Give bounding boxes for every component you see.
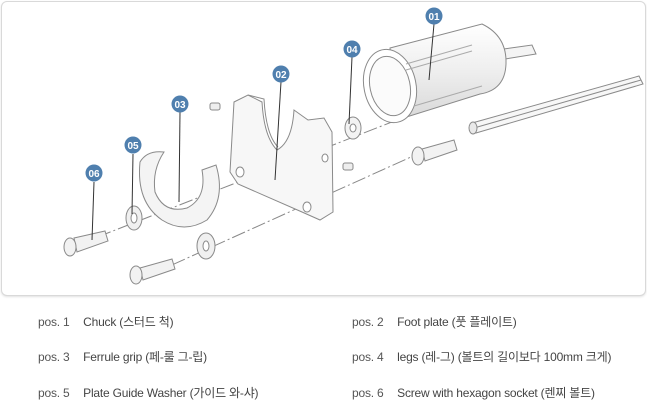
legend-item-pos-6: pos. 6 Screw with hexagon socket (렌찌 볼트) [352, 384, 595, 401]
plate-guide-washer-a [125, 205, 143, 231]
legend-part-name: legs (레-그) (볼트의 길이보다 100mm 크게) [397, 350, 612, 364]
callout-04: 04 [343, 40, 361, 58]
callout-06: 06 [85, 164, 103, 182]
legend-item-pos-5: pos. 5 Plate Guide Washer (가이드 와-샤) [38, 384, 259, 401]
callout-02: 02 [272, 65, 290, 83]
svg-text:04: 04 [346, 45, 358, 56]
legend-item-pos-3: pos. 3 Ferrule grip (페-룰 그-립) [38, 348, 207, 365]
legend-pos-label: pos. 4 [352, 350, 384, 364]
hex-socket-screw-a [63, 230, 109, 257]
callout-05: 05 [124, 136, 142, 154]
legend-pos-label: pos. 2 [352, 315, 384, 329]
svg-text:06: 06 [88, 169, 100, 180]
legend-part-name: Chuck (스터드 척) [83, 315, 174, 329]
svg-text:01: 01 [428, 12, 440, 23]
legs-rod [468, 75, 644, 135]
legend-part-name: Plate Guide Washer (가이드 와-샤) [83, 386, 259, 400]
legend-part-name: Ferrule grip (페-룰 그-립) [83, 350, 207, 364]
exploded-assembly-drawing: 01 02 03 04 05 06 [63, 7, 644, 285]
callout-01: 01 [425, 7, 443, 25]
legend-pos-label: pos. 3 [38, 350, 70, 364]
legend-item-pos-4: pos. 4 legs (레-그) (볼트의 길이보다 100mm 크게) [352, 348, 611, 365]
legend-item-pos-1: pos. 1 Chuck (스터드 척) [38, 313, 174, 330]
hex-socket-screw-c [411, 139, 458, 166]
chuck-part [362, 23, 537, 124]
svg-text:02: 02 [275, 70, 287, 81]
legend-part-name: Screw with hexagon socket (렌찌 볼트) [397, 386, 595, 400]
svg-text:03: 03 [174, 100, 186, 111]
callout-03: 03 [171, 95, 189, 113]
legend-item-pos-2: pos. 2 Foot plate (풋 플레이트) [352, 313, 517, 330]
svg-text:05: 05 [127, 141, 139, 152]
legend-pos-label: pos. 1 [38, 315, 70, 329]
legend-part-name: Foot plate (풋 플레이트) [397, 315, 517, 329]
ferrule-grip-part [138, 151, 220, 228]
leader-lines [91, 23, 435, 241]
hex-socket-screw-b [129, 258, 176, 285]
washer-04 [344, 116, 362, 140]
set-screw-small [209, 102, 354, 171]
foot-plate-part [229, 94, 334, 221]
legend-pos-label: pos. 5 [38, 386, 70, 400]
exploded-diagram-panel: 01 02 03 04 05 06 [1, 1, 646, 296]
plate-guide-washer-b [196, 232, 216, 260]
legend-pos-label: pos. 6 [352, 386, 384, 400]
